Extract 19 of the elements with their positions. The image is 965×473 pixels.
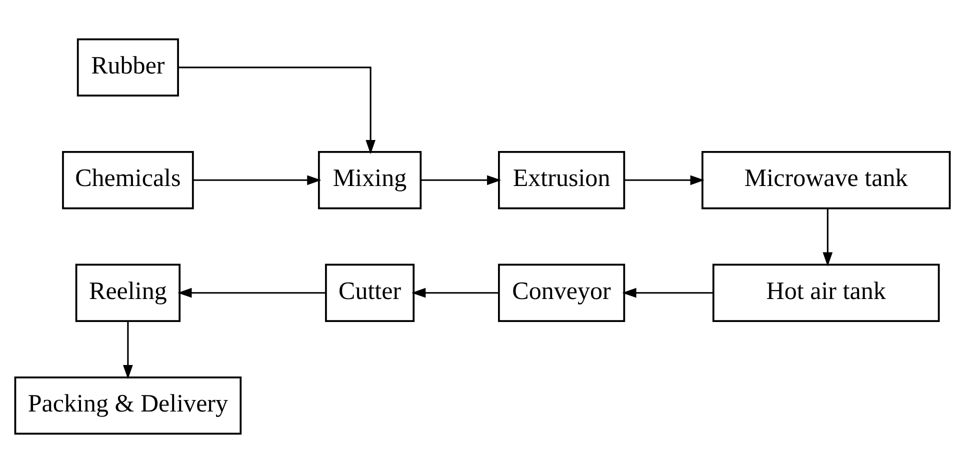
node-box: Rubber: [76, 38, 179, 97]
node-box: Microwave tank: [702, 151, 951, 210]
node-box: Cutter: [325, 264, 415, 322]
node-box: Conveyor: [498, 264, 626, 322]
node-box: Mixing: [318, 151, 422, 210]
arrow: [193, 175, 322, 186]
arrow: [178, 288, 326, 298]
arrow: [178, 66, 376, 154]
arrow: [624, 175, 704, 186]
node-box: Extrusion: [498, 151, 626, 210]
node-box: Hot air tank: [712, 264, 940, 322]
arrow: [420, 175, 502, 186]
node-box: Packing & Delivery: [14, 376, 242, 435]
arrow: [822, 208, 833, 266]
arrow: [123, 321, 133, 380]
node-box: Reeling: [75, 264, 181, 322]
arrow: [412, 288, 499, 298]
arrow: [622, 288, 714, 298]
node-box: Chemicals: [62, 151, 194, 210]
